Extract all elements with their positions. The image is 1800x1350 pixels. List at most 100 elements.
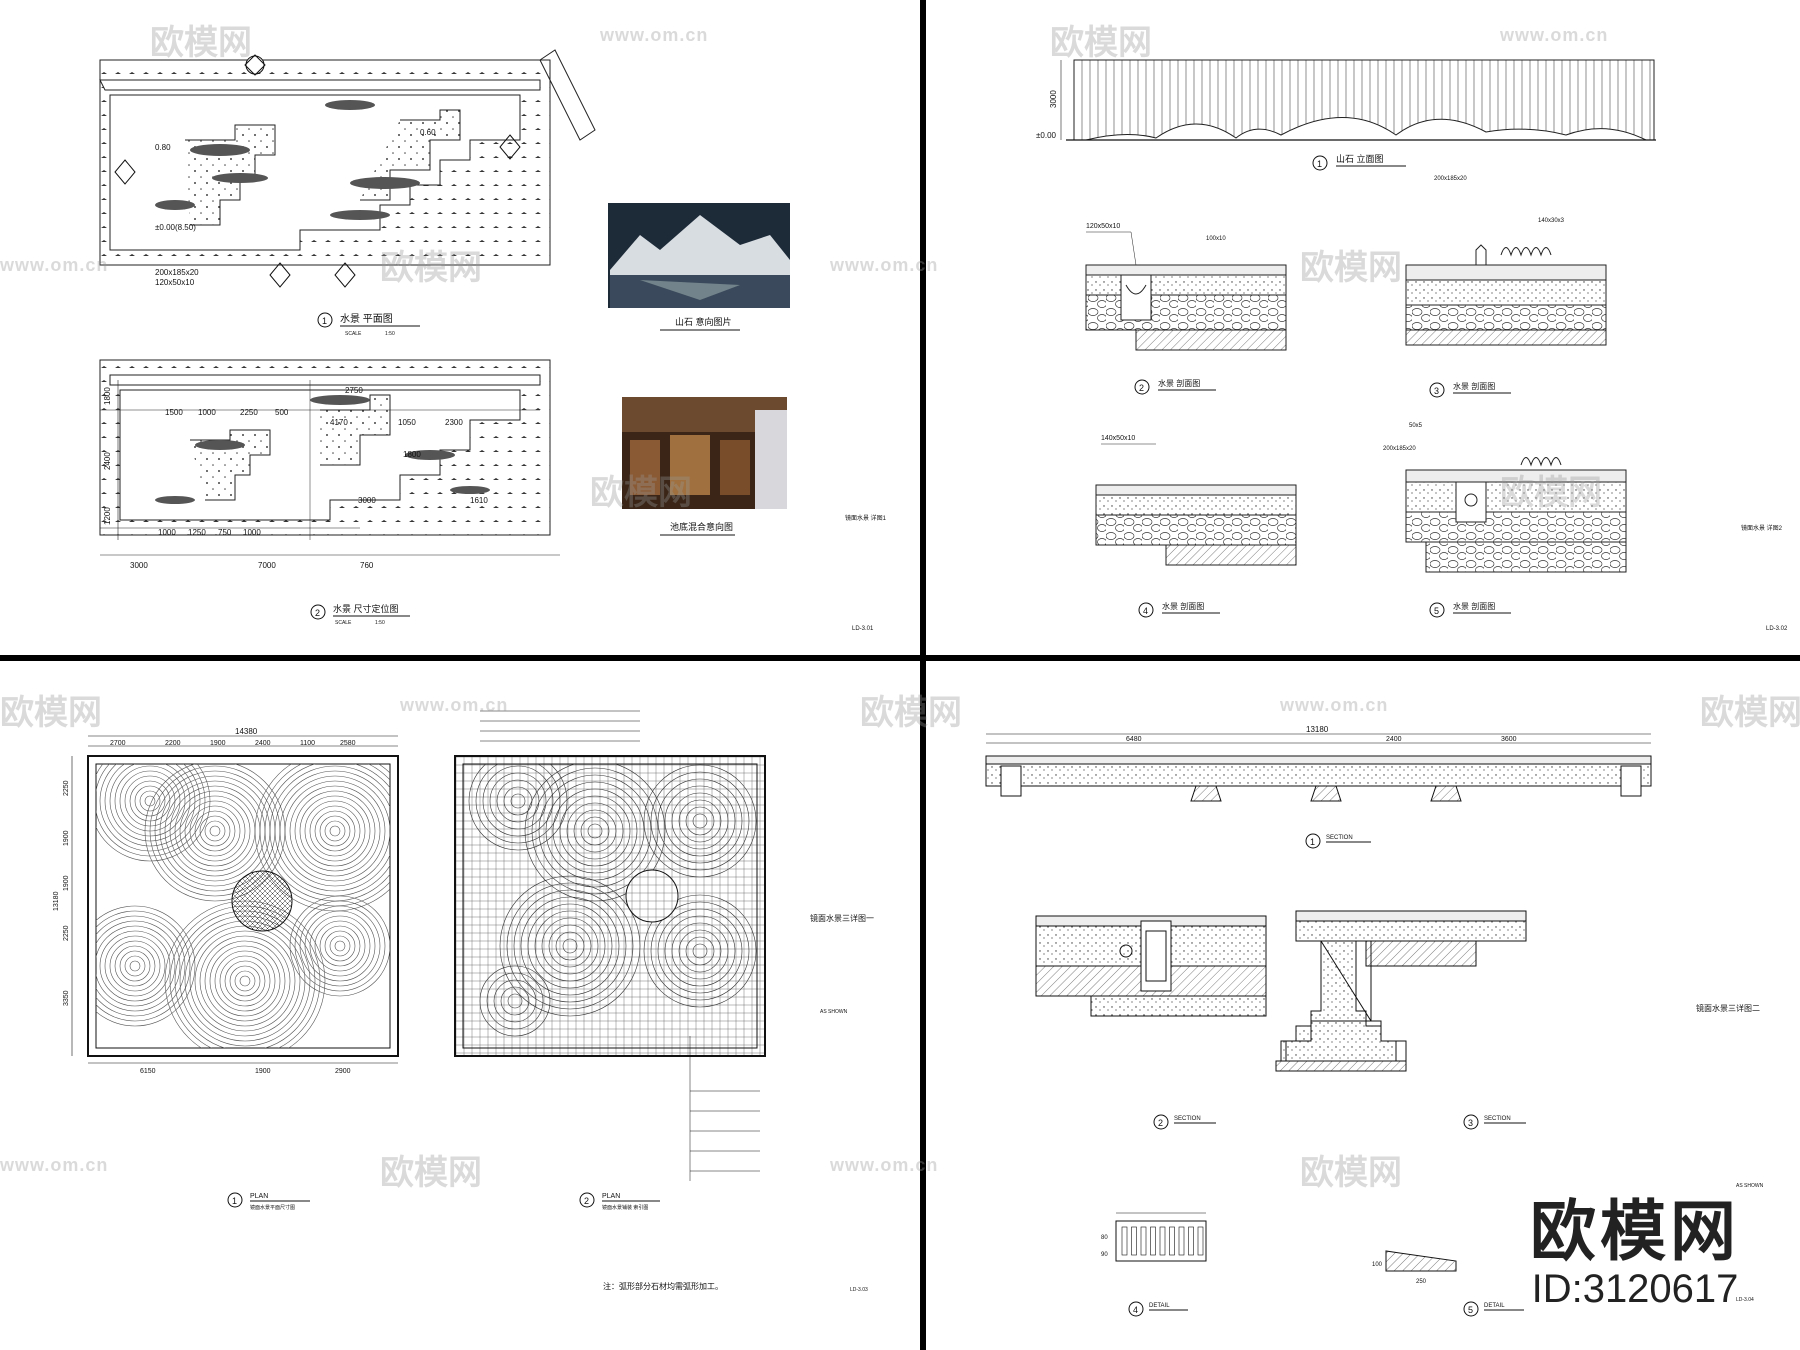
p1-no: 1 (232, 1196, 237, 1206)
ring-arc (671, 922, 729, 980)
callout-6: 200x185x20 (1383, 446, 1416, 452)
grate-slot (1131, 1226, 1137, 1256)
ring-arc (657, 908, 743, 994)
note-e: 0.60 (420, 128, 436, 137)
ring-arc (671, 792, 729, 850)
sheet1-drawing: 1 水景 平面图 SCALE 1:50 200x185x20 120x50x10… (99, 49, 887, 632)
elev-no: 1 (1317, 159, 1322, 169)
sheet3-side-note: 镜面水景三详图一 (810, 913, 874, 923)
ring-arc (209, 825, 221, 837)
ring-arc (304, 910, 376, 982)
photo-mountain-rock: 山石 意向图片 (608, 203, 790, 331)
p1-title: PLAN (250, 1193, 268, 1200)
p1-top-4: 1100 (300, 740, 315, 747)
dim-top-8: 1800 (403, 450, 421, 459)
ring-arc (499, 875, 641, 1017)
p1-top-5: 2580 (340, 740, 356, 747)
s4-sec3-no: 3 (1468, 1118, 1473, 1128)
s4-sec2-no: 2 (1158, 1118, 1163, 1128)
section-3-detail: 3 SECTION (1275, 910, 1527, 1130)
ring-arc (493, 979, 537, 1023)
p1-top-3: 2400 (255, 740, 271, 747)
d4-dim-0: 80 (1101, 1235, 1108, 1241)
rock-elevation: 3000 ±0.00 1 山石 立面图 (1036, 59, 1656, 171)
ring-arc (129, 960, 141, 972)
s4-top-2: 3600 (1501, 736, 1517, 743)
photo1-caption: 山石 意向图片 (675, 316, 732, 327)
photo-pool-bottom: 池底混合意向图 (622, 397, 787, 536)
grate-slot (1178, 1226, 1185, 1256)
dim-left-0: 1800 (103, 387, 112, 405)
callout-0: 120x50x10 (1086, 223, 1120, 230)
plan1-scale-val: 1:50 (385, 331, 395, 337)
section-5: 50x5 200x185x20 5 水景 剖面图 (1383, 423, 1627, 618)
ring-arc (506, 882, 634, 1010)
ring-arc (324, 930, 356, 962)
sec3-no: 3 (1434, 386, 1439, 396)
ring-arc (144, 795, 156, 807)
ring-arc (314, 920, 366, 972)
ring-arc (239, 975, 251, 987)
sheet-water-feature-plan: 1 水景 平面图 SCALE 1:50 200x185x20 120x50x10… (0, 0, 920, 655)
plan2-scale-val: 1:50 (375, 620, 385, 626)
ring-arc (224, 960, 266, 1002)
plan2-scale: SCALE (335, 620, 352, 626)
ring-arc (309, 915, 371, 977)
s4-det4-title: DETAIL (1149, 1303, 1170, 1309)
ring-arc (234, 970, 256, 992)
section-2: 120x50x10 100x10 2 水景 剖面图 (1085, 223, 1287, 395)
grate-slot (1169, 1226, 1175, 1256)
ring-arc (685, 936, 715, 966)
p1-left-3: 2250 (63, 925, 70, 941)
ring-arc (96, 915, 186, 1017)
section-3: 200x185x20 140x30x3 3 水景 剖面图 (1405, 176, 1607, 398)
dim-row-0: 1000 (158, 528, 176, 537)
sheet3-code: LD-3.03 (850, 1287, 868, 1293)
ring-arc (573, 809, 617, 853)
dim-top-0: 1500 (165, 408, 183, 417)
sheet3-note: 注：弧形部分石材均需弧形加工。 (603, 1281, 723, 1291)
s4-sec2-title: SECTION (1174, 1116, 1201, 1122)
ring-arc (520, 896, 620, 996)
ring-arc (299, 795, 371, 867)
sheet2-side-note: 镜面水景 详图2 (1741, 524, 1783, 532)
sheet-water-feature-sections: 3000 ±0.00 1 山石 立面图 120x50x10 100x10 2 水… (926, 0, 1800, 655)
ring-arc (109, 764, 191, 842)
dim-top-10: 1610 (470, 496, 488, 505)
ring-arc (489, 772, 547, 830)
material-legend (480, 710, 760, 1181)
paving-circles (468, 764, 757, 1037)
ring-arc (678, 799, 722, 843)
ring-arc (189, 805, 241, 857)
ring-arc (541, 917, 599, 975)
note-d: 0.80 (155, 143, 171, 152)
plan2-no: 2 (315, 608, 320, 618)
ring-arc (524, 764, 666, 902)
sheet4-side-note: 镜面水景三详图二 (1696, 1003, 1760, 1013)
ring-arc (559, 795, 631, 867)
ring-arc (324, 820, 346, 842)
ring-arc (96, 910, 191, 1022)
ring-arc (274, 770, 390, 892)
p1-left-2: 1900 (63, 875, 70, 891)
p2-title: PLAN (602, 1193, 620, 1200)
dim-top-7: 2300 (445, 418, 463, 427)
ring-arc (510, 793, 526, 809)
grate-slot (1188, 1226, 1194, 1256)
s4-sec1-title: SECTION (1326, 835, 1353, 841)
ring-arc (548, 924, 592, 968)
sheet-mirror-pool-sections: 13180 6480 2400 3600 1 SECTION (926, 661, 1800, 1350)
dim-left-2: 1200 (103, 507, 112, 525)
p1-top-total: 14380 (235, 727, 258, 736)
ring-arc (486, 972, 544, 1030)
ring-arc (309, 805, 361, 857)
note-a: 200x185x20 (155, 268, 199, 277)
ring-arc (319, 815, 351, 847)
ring-arc (289, 895, 390, 997)
ring-arc (475, 764, 561, 844)
ring-arc (329, 825, 341, 837)
plan1-no: 1 (322, 316, 327, 326)
dim-top-4: 2750 (345, 386, 363, 395)
s4-top-total: 13180 (1306, 725, 1329, 734)
ring-arc (503, 786, 533, 816)
